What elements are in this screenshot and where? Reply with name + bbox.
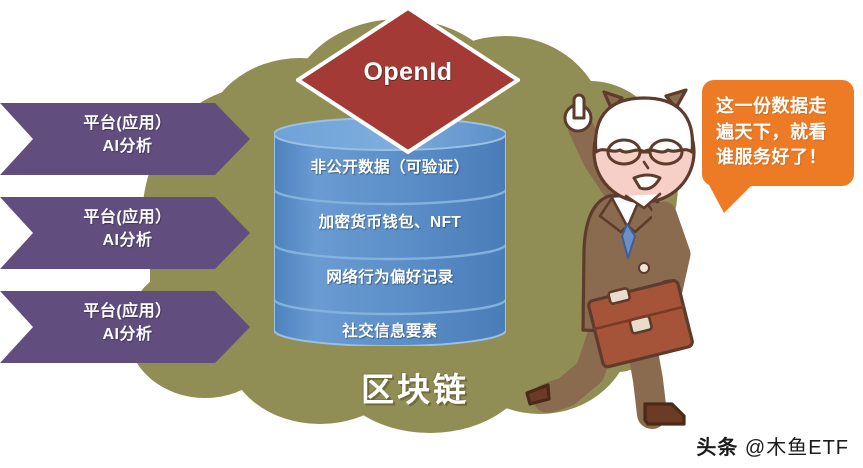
watermark-label: @木鱼ETF [60, 398, 161, 420]
footer-credit: 头条 @木鱼ETF [696, 431, 849, 460]
chevron-arrow-shape [0, 103, 250, 175]
speech-bubble-text: 这一份数据走遍天下，就看谁服务好了！ [702, 80, 854, 186]
speech-bubble: 这一份数据走遍天下，就看谁服务好了！ [702, 80, 854, 213]
chevron-arrow-shape [0, 291, 250, 363]
diamond-shape [296, 6, 520, 154]
blockchain-title: 区块链 [361, 371, 469, 408]
speech-bubble-tail [708, 182, 754, 213]
footer-platform: 头条 [696, 437, 739, 459]
chevron-arrow-shape [0, 197, 250, 269]
footer-handle: @木鱼ETF [744, 437, 849, 459]
